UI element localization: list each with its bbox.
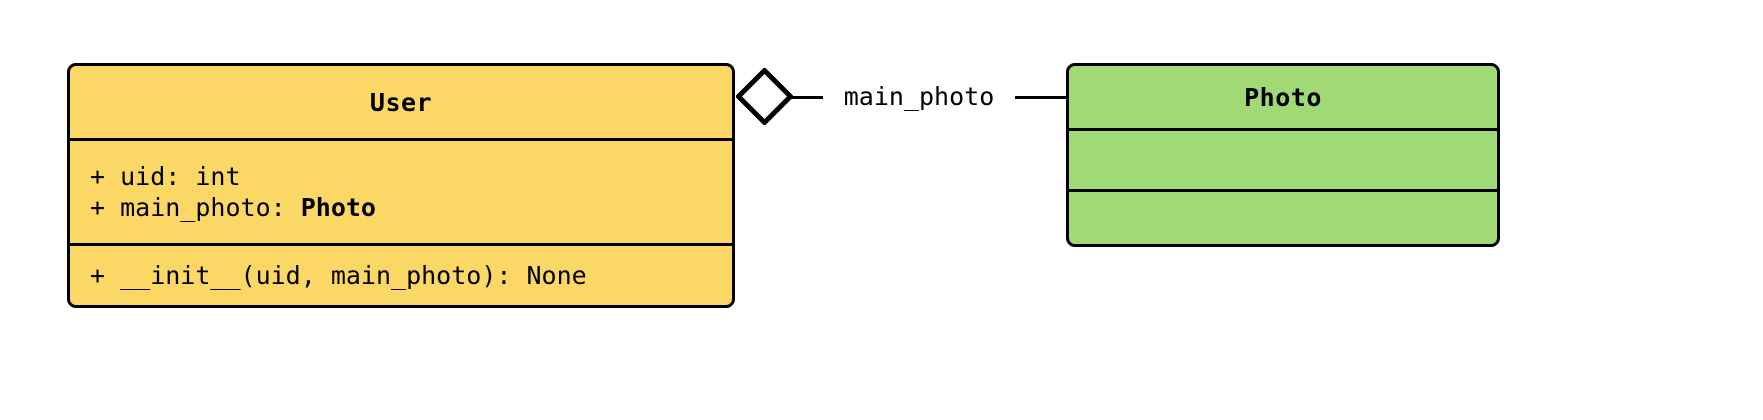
uml-class-photo-methods-compartment bbox=[1069, 189, 1497, 244]
uml-class-user-name: User bbox=[369, 87, 433, 117]
association-line-right bbox=[1013, 96, 1066, 99]
uml-method-init: + __init__(uid, main_photo): None bbox=[90, 261, 587, 290]
uml-class-photo-attributes-compartment bbox=[1069, 128, 1497, 189]
uml-class-photo-title-compartment: Photo bbox=[1069, 66, 1497, 128]
uml-attribute-uid: + uid: int bbox=[90, 162, 241, 191]
uml-attribute-main-photo-prefix: + main_photo: bbox=[90, 193, 301, 222]
uml-class-user-title-compartment: User bbox=[70, 66, 732, 138]
uml-attribute-main-photo: + main_photo: Photo bbox=[90, 192, 714, 223]
uml-class-photo-name: Photo bbox=[1244, 82, 1322, 112]
aggregation-diamond-icon bbox=[736, 68, 793, 125]
association-line-left bbox=[790, 96, 824, 99]
uml-class-user-methods-compartment: + __init__(uid, main_photo): None bbox=[70, 243, 732, 305]
association-label: main_photo bbox=[823, 81, 1015, 112]
uml-class-user-attributes-compartment: + uid: int + main_photo: Photo bbox=[70, 138, 732, 243]
uml-class-user[interactable]: User + uid: int + main_photo: Photo + __… bbox=[67, 63, 735, 308]
uml-attribute-main-photo-type: Photo bbox=[300, 193, 376, 222]
uml-class-photo[interactable]: Photo bbox=[1066, 63, 1500, 247]
